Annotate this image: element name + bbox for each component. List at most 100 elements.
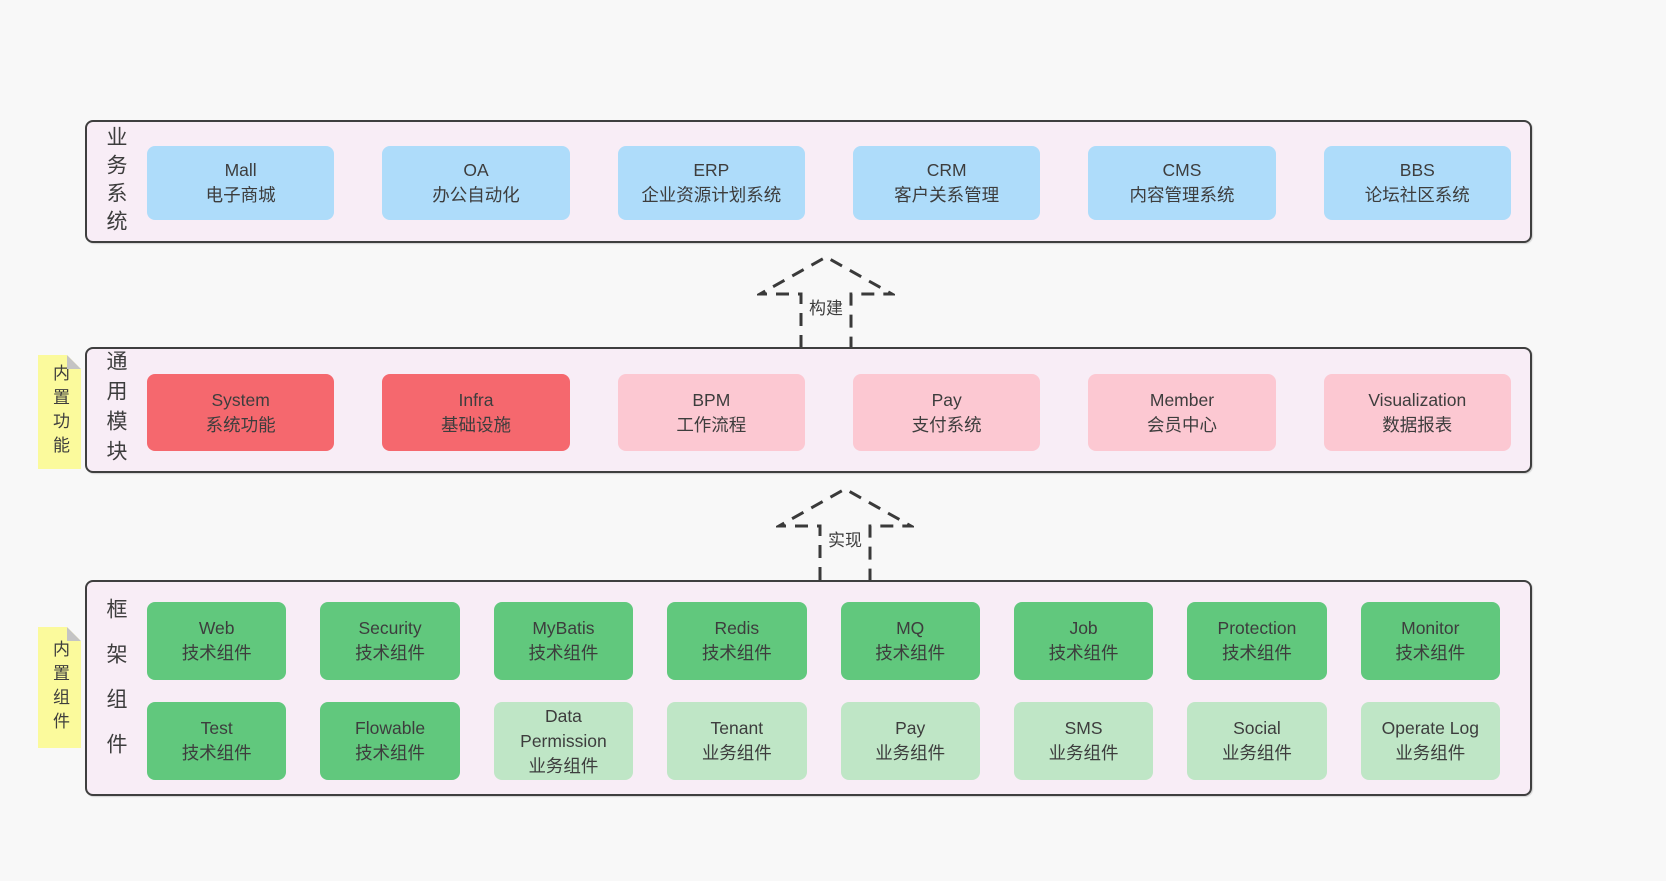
box-title: Test: [200, 718, 233, 738]
box-visualization: Visualization 数据报表: [1323, 374, 1511, 451]
box-social: Social 业务组件: [1187, 702, 1327, 780]
box-title: Visualization: [1368, 389, 1467, 410]
box-subtitle: 技术组件: [355, 643, 426, 663]
box-title: Pay: [895, 718, 926, 738]
common-modules-panel: 通用模块 System 系统功能 Infra 基础设施 BPM 工作流程 Pay…: [85, 347, 1532, 473]
box-oa: OA 办公自动化: [382, 146, 570, 220]
box-subtitle: 业务组件: [875, 743, 946, 763]
box-pay-component: Pay 业务组件: [840, 702, 980, 780]
box-subtitle: 办公自动化: [432, 185, 520, 205]
box-infra: Infra 基础设施: [382, 374, 570, 451]
box-subtitle: 技术组件: [528, 643, 599, 663]
box-title: BBS: [1399, 160, 1435, 180]
box-title: Protection: [1217, 618, 1297, 638]
box-bbs: BBS 论坛社区系统: [1323, 146, 1511, 220]
business-systems-panel: 业务系统 Mall 电子商城 OA 办公自动化 ERP 企业资源计划系统 CRM…: [85, 120, 1532, 243]
box-title: Mall: [224, 160, 257, 180]
box-pay-system: Pay 支付系统: [852, 374, 1041, 451]
box-test: Test 技术组件: [147, 702, 287, 780]
box-system: System 系统功能: [147, 374, 335, 451]
box-title: System: [211, 389, 270, 410]
box-monitor: Monitor 技术组件: [1360, 602, 1500, 680]
box-title: Pay: [931, 389, 962, 410]
implement-arrow-label: 实现: [825, 526, 865, 551]
box-title: Data Permission: [520, 705, 607, 751]
box-subtitle: 技术组件: [875, 643, 946, 663]
box-title: MyBatis: [532, 618, 595, 638]
box-title: Social: [1233, 718, 1281, 738]
implement-arrow: 实现: [776, 486, 914, 580]
box-title: Redis: [714, 618, 760, 638]
dashed-up-arrow-icon: [757, 255, 895, 348]
builtin-features-note: 内置功能: [38, 355, 81, 469]
box-security: Security 技术组件: [320, 602, 460, 680]
box-title: SMS: [1064, 718, 1103, 738]
box-mall: Mall 电子商城: [147, 146, 335, 220]
box-subtitle: 企业资源计划系统: [641, 185, 782, 205]
box-subtitle: 技术组件: [701, 643, 772, 663]
box-title: Security: [358, 618, 422, 638]
box-subtitle: 数据报表: [1382, 414, 1453, 435]
box-subtitle: 业务组件: [1395, 743, 1466, 763]
framework-row-1: Web 技术组件 Security 技术组件 MyBatis 技术组件 Redi…: [147, 602, 1500, 680]
box-sms: SMS 业务组件: [1013, 702, 1154, 780]
box-title: Job: [1069, 618, 1098, 638]
box-subtitle: 客户关系管理: [894, 185, 1000, 205]
box-subtitle: 技术组件: [181, 643, 252, 663]
box-subtitle: 业务组件: [701, 743, 772, 763]
box-mybatis: MyBatis 技术组件: [493, 602, 634, 680]
framework-components-panel: 框架组件 Web 技术组件 Security 技术组件 MyBatis 技术组件…: [85, 580, 1532, 796]
box-subtitle: 业务组件: [1048, 743, 1119, 763]
box-title: CRM: [926, 160, 967, 180]
box-title: BPM: [692, 389, 731, 410]
box-subtitle: 会员中心: [1146, 414, 1217, 435]
box-subtitle: 技术组件: [181, 743, 252, 763]
box-operate-log: Operate Log 业务组件: [1360, 702, 1500, 780]
box-subtitle: 支付系统: [911, 414, 982, 435]
folded-corner-icon: [67, 355, 81, 369]
framework-row-2: Test 技术组件 Flowable 技术组件 Data Permission …: [147, 702, 1500, 780]
box-subtitle: 业务组件: [528, 755, 599, 776]
box-erp: ERP 企业资源计划系统: [617, 146, 805, 220]
box-redis: Redis 技术组件: [667, 602, 807, 680]
box-subtitle: 技术组件: [1048, 643, 1119, 663]
box-tenant: Tenant 业务组件: [667, 702, 807, 780]
box-title: Flowable: [355, 718, 426, 738]
box-web: Web 技术组件: [147, 602, 287, 680]
box-bpm: BPM 工作流程: [617, 374, 805, 451]
box-cms: CMS 内容管理系统: [1088, 146, 1276, 220]
box-title: Monitor: [1401, 618, 1460, 638]
box-subtitle: 电子商城: [205, 185, 276, 205]
box-title: ERP: [693, 160, 730, 180]
box-flowable: Flowable 技术组件: [320, 702, 460, 780]
box-subtitle: 内容管理系统: [1129, 185, 1235, 205]
box-protection: Protection 技术组件: [1187, 602, 1327, 680]
builtin-components-note-text: 内置组件: [50, 639, 69, 736]
dashed-up-arrow-icon: [776, 487, 914, 580]
folded-corner-icon: [67, 627, 81, 641]
box-subtitle: 工作流程: [676, 414, 747, 435]
box-mq: MQ 技术组件: [840, 602, 980, 680]
box-title: Member: [1149, 389, 1215, 410]
box-title: Web: [198, 618, 235, 638]
box-title: OA: [463, 160, 489, 180]
box-title: Tenant: [710, 718, 764, 738]
box-subtitle: 论坛社区系统: [1364, 185, 1470, 205]
box-member: Member 会员中心: [1088, 374, 1276, 451]
common-modules-row: System 系统功能 Infra 基础设施 BPM 工作流程 Pay 支付系统…: [147, 374, 1511, 451]
box-job: Job 技术组件: [1013, 602, 1154, 680]
box-subtitle: 业务组件: [1221, 743, 1292, 763]
framework-components-label: 框架组件: [104, 598, 127, 778]
business-systems-row: Mall 电子商城 OA 办公自动化 ERP 企业资源计划系统 CRM 客户关系…: [147, 146, 1511, 220]
box-title: MQ: [896, 618, 925, 638]
box-crm: CRM 客户关系管理: [852, 146, 1041, 220]
box-subtitle: 基础设施: [440, 414, 511, 435]
business-systems-label: 业务系统: [104, 125, 127, 238]
build-arrow: 构建: [757, 254, 895, 348]
box-title: Infra: [458, 389, 494, 410]
box-data-permission: Data Permission 业务组件: [493, 702, 634, 780]
box-subtitle: 技术组件: [355, 743, 426, 763]
builtin-components-note: 内置组件: [38, 627, 81, 748]
box-title: CMS: [1162, 160, 1202, 180]
box-subtitle: 技术组件: [1395, 643, 1466, 663]
